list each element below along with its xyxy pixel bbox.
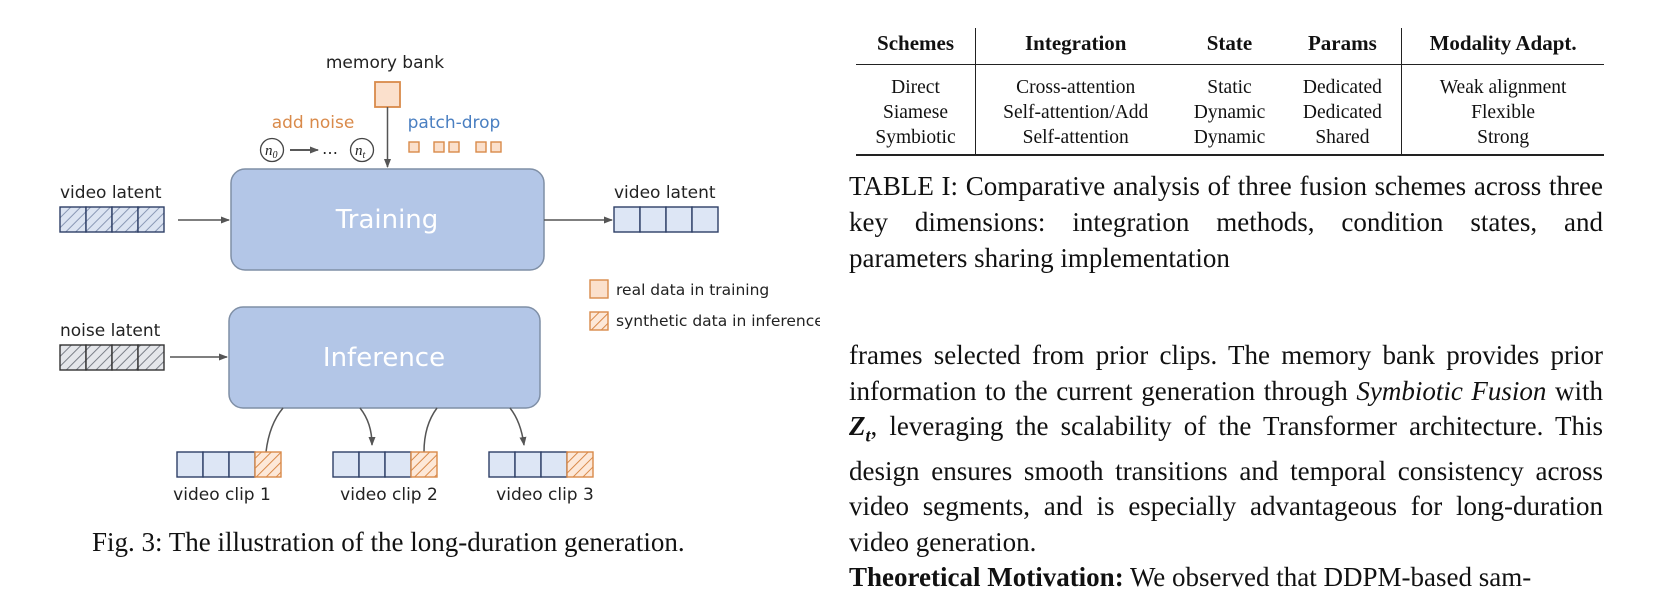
memory-bank-label: memory bank — [326, 53, 444, 73]
table-row: Symbiotic Self-attention Dynamic Shared … — [856, 125, 1604, 155]
table-cell: Self-attention — [1022, 127, 1129, 148]
patch-drop-label: patch-drop — [408, 113, 501, 133]
memory-bank-box — [374, 81, 401, 108]
patch-drop-squares — [408, 141, 502, 153]
body-paragraph-1: frames selected from prior clips. The me… — [849, 338, 1603, 560]
body-emphasis: Symbiotic Fusion — [1356, 375, 1547, 406]
table-header-cell: Integration — [1024, 31, 1127, 55]
noise-end-circle — [349, 137, 375, 163]
video-clip-3-cells — [488, 451, 594, 478]
table-cell: Dedicated — [1283, 64, 1403, 100]
table-caption: TABLE I: Comparative analysis of three f… — [849, 171, 1603, 273]
video-clip-1-label: video clip 1 — [173, 485, 271, 505]
table-header-cell: Modality Adapt. — [1429, 31, 1577, 55]
math-z-t: Zt — [849, 411, 871, 446]
table-cell: Dedicated — [1283, 100, 1403, 125]
noise-latent-cells — [59, 344, 165, 371]
long-duration-figure: memory bank add noise n0 … nt patch-drop… — [59, 53, 820, 505]
comparison-table-wrapper: Schemes Integration State Params Modalit… — [856, 28, 1604, 156]
body-text: frames selected from prior clips. The me… — [849, 338, 1603, 596]
table-row: Siamese Self-attention/Add Dynamic Dedic… — [856, 100, 1604, 125]
noise-start-symbol: n0 — [265, 143, 278, 161]
table-cell: Self-attention/Add — [1003, 102, 1149, 123]
table-header-cell: State — [1206, 31, 1253, 55]
legend-synthetic-label: synthetic data in inference — [616, 312, 820, 330]
body-text-run: with — [1546, 375, 1603, 406]
video-latent-in-cells — [59, 206, 165, 233]
video-clip-2-label: video clip 2 — [340, 485, 438, 505]
video-latent-out-cells — [613, 206, 719, 233]
noise-end-symbol: nt — [355, 143, 366, 161]
table-cell: Weak alignment — [1439, 77, 1567, 98]
table-cell: Flexible — [1471, 102, 1536, 123]
noise-ellipsis: … — [322, 139, 338, 158]
table-cell: Dynamic — [1193, 102, 1266, 123]
table-cell: Static — [1207, 77, 1252, 98]
inference-to-clip1-arrow — [265, 407, 284, 453]
table-cell: Shared — [1283, 125, 1403, 155]
table-header-row: Schemes Integration State Params Modalit… — [856, 28, 1604, 65]
table-cell: Direct — [856, 64, 977, 100]
noise-start-circle — [259, 137, 285, 163]
figure-caption: Fig. 3: The illustration of the long-dur… — [92, 527, 685, 557]
body-paragraph-2: Theoretical Motivation: We observed that… — [849, 560, 1603, 596]
video-clip-2-cells — [332, 451, 438, 478]
table-cell: Strong — [1477, 127, 1530, 148]
add-noise-label: add noise — [272, 113, 355, 133]
video-latent-out-label: video latent — [614, 183, 716, 203]
table-cell: Dynamic — [1193, 127, 1266, 148]
body-text-run: We observed that DDPM-based sam- — [1123, 562, 1532, 593]
section-heading-theoretical-motivation: Theoretical Motivation: — [849, 562, 1124, 593]
legend-synthetic-swatch — [589, 311, 609, 331]
table-row: Direct Cross-attention Static Dedicated … — [856, 64, 1604, 100]
body-text-run: , leveraging the scalability of the Tran… — [849, 411, 1603, 557]
video-latent-in-label: video latent — [60, 183, 162, 203]
inference-to-clip3-arrow — [509, 407, 527, 446]
legend-real-label: real data in training — [616, 281, 769, 299]
table-header-cell: Schemes — [856, 28, 977, 65]
video-clip-1-cells — [176, 451, 282, 478]
inference-to-clip2-arrow — [359, 407, 376, 446]
table-cell: Cross-attention — [1016, 77, 1136, 98]
inference-box — [228, 306, 541, 409]
table-cell: Symbiotic — [856, 125, 977, 155]
body-text-run: frames selected from prior clips. The me… — [849, 340, 1603, 406]
table-header-cell: Params — [1283, 28, 1403, 65]
video-clip-3-label: video clip 3 — [496, 485, 594, 505]
inference-label: Inference — [323, 343, 445, 373]
legend-real-swatch — [589, 279, 609, 299]
noise-latent-label: noise latent — [60, 321, 161, 341]
table-cell: Siamese — [856, 100, 977, 125]
clip2-feedback-curve — [423, 407, 438, 453]
comparison-table: Schemes Integration State Params Modalit… — [856, 28, 1604, 156]
training-label: Training — [335, 205, 439, 235]
